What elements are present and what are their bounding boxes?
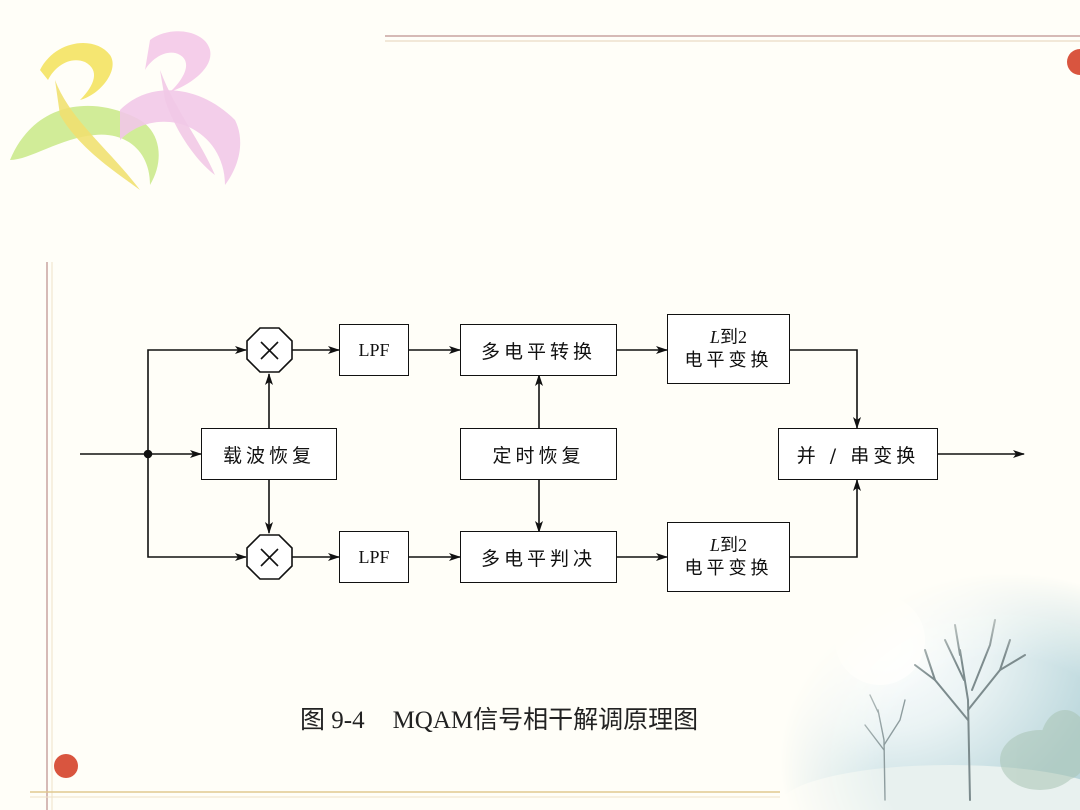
parallel-serial-block: 并 / 串变换	[778, 428, 938, 480]
level-conversion-top-block: L到2 电平变换	[667, 314, 790, 384]
level-top-to-ps-arrow	[790, 349, 861, 429]
input-to-bottom-mult-arrow	[147, 454, 247, 561]
figure-caption: 图 9-4 MQAM信号相干解调原理图	[300, 700, 698, 736]
carrier-recovery-block: 载波恢复	[201, 428, 337, 480]
carrier-recovery-label: 载波恢复	[222, 444, 315, 467]
lpf-top-label: LPF	[358, 339, 390, 360]
lpf-bottom-label: LPF	[358, 546, 390, 567]
multilevel-convert-label: 多电平转换	[480, 340, 596, 363]
multilevel-decision-label: 多电平判决	[480, 547, 596, 570]
figure-title: MQAM信号相干解调原理图	[392, 707, 699, 734]
input-to-top-mult-arrow	[147, 346, 247, 454]
figure-number: 图 9-4	[300, 707, 365, 734]
accent-dot-icon	[54, 754, 78, 778]
multilevel-decision-block: 多电平判决	[460, 531, 617, 583]
lpf-bottom-block: LPF	[339, 531, 409, 583]
timing-recovery-label: 定时恢复	[492, 444, 585, 467]
top-multiplier-icon	[246, 327, 293, 373]
level-bottom-to-ps-arrow	[790, 479, 861, 558]
multilevel-convert-block: 多电平转换	[460, 324, 617, 376]
level-conversion-bottom-line2: 电平变换	[684, 558, 773, 579]
level-conversion-bottom-block: L到2 电平变换	[667, 522, 790, 592]
parallel-serial-label: 并 / 串变换	[796, 444, 920, 467]
lpf-top-block: LPF	[339, 324, 409, 376]
winter-tree-scene-icon	[780, 560, 1080, 810]
level-conversion-top-line1: L到2	[709, 327, 747, 347]
timing-recovery-block: 定时恢复	[460, 428, 617, 480]
ribbon-logo-icon	[10, 31, 241, 190]
level-conversion-bottom-line1: L到2	[709, 535, 747, 555]
accent-dot-icon	[1067, 49, 1080, 75]
level-conversion-top-line2: 电平变换	[684, 350, 773, 371]
bottom-multiplier-icon	[246, 534, 293, 580]
